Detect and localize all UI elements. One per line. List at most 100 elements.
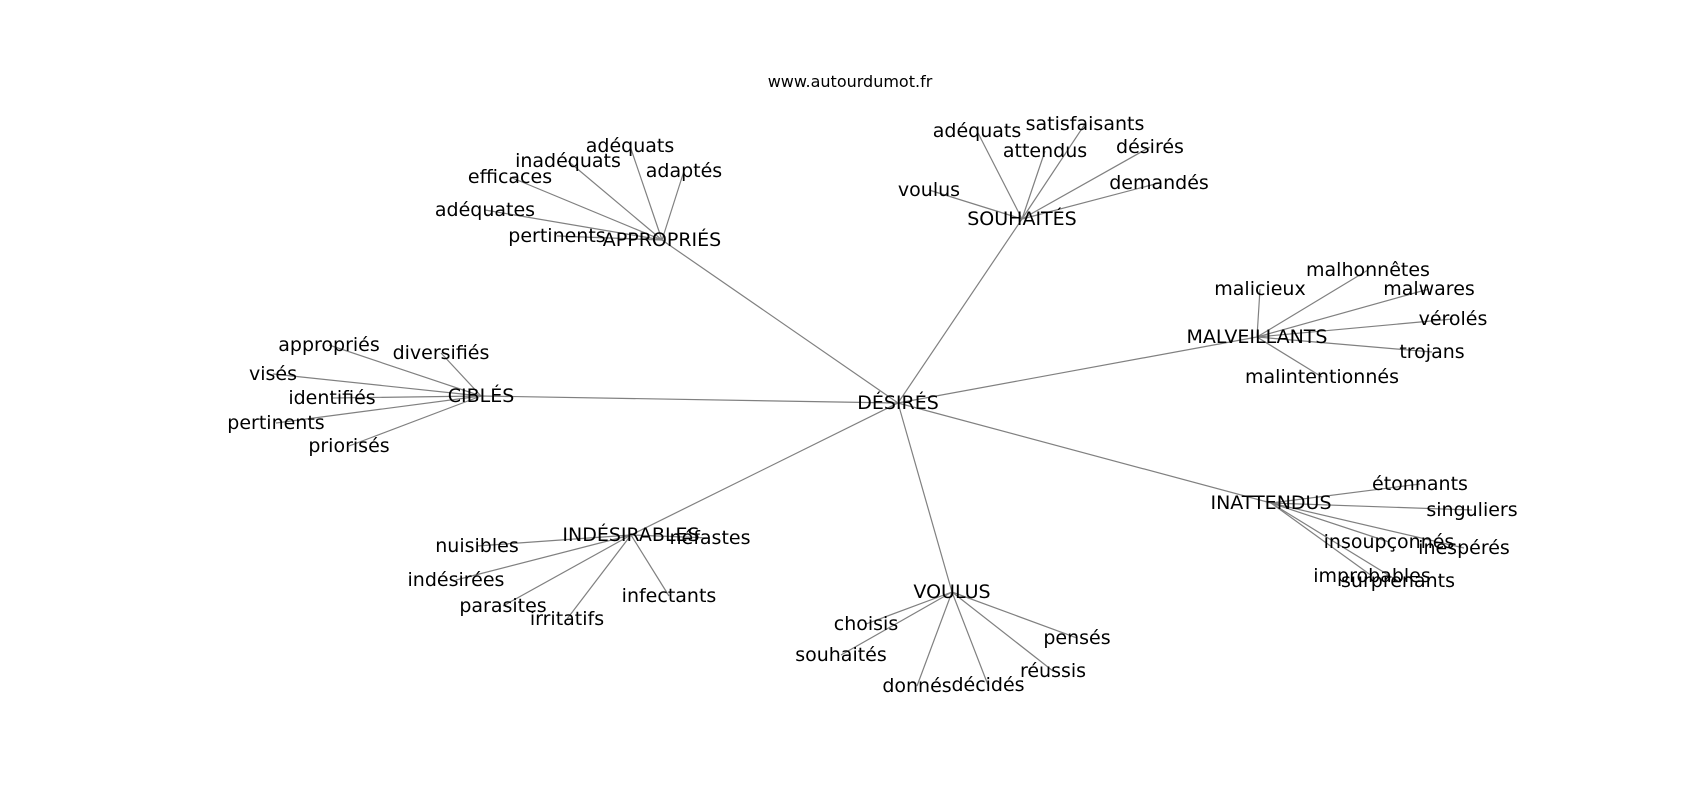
leaf-word-voulus-reussis: réussis [1020, 660, 1086, 682]
edge-indesirables-irritatifs [566, 534, 632, 620]
edge-voulus-reussis [951, 591, 1054, 672]
leaf-word-voulus-choisis: choisis [834, 613, 898, 635]
edge-voulus-souhaites [840, 591, 953, 656]
edge-indesirables-infectants [630, 534, 670, 597]
leaf-word-appropries-adequates: adéquates [435, 199, 535, 221]
edge-indesirables-indesirees [455, 534, 632, 581]
leaf-word-voulus-donnes: donnés [882, 675, 951, 697]
leaf-word-malveillants-malintentionnes: malintentionnés [1245, 366, 1399, 388]
edge-malveillants-malhonnetes [1256, 269, 1369, 338]
leaf-word-souhaites-adequats: adéquats [933, 120, 1022, 142]
hub-word-cibles: CIBLÉS [448, 384, 515, 407]
hub-word-voulus: VOULUS [913, 581, 990, 603]
edge-center-malveillants [897, 336, 1258, 404]
leaf-word-appropries-pertinents: pertinents [508, 225, 605, 247]
leaf-word-cibles-priorises: priorisés [308, 435, 389, 457]
edges-layer [272, 123, 1473, 687]
edge-appropries-adequates [484, 209, 663, 241]
edge-center-inattendus [897, 402, 1272, 504]
leaf-word-souhaites-demandes: demandés [1109, 172, 1209, 194]
edge-souhaites-desires [1021, 146, 1151, 220]
edge-inattendus-inesperes [1270, 502, 1465, 549]
edge-inattendus-improbables [1270, 502, 1373, 577]
leaf-word-cibles-appropries: appropriés [278, 334, 380, 356]
leaf-word-indesirables-nuisibles: nuisibles [435, 535, 518, 557]
edge-voulus-donnes [916, 591, 953, 687]
edge-voulus-decides [951, 591, 989, 686]
hub-word-inattendus: INATTENDUS [1210, 492, 1331, 514]
edge-cibles-priorises [348, 395, 482, 447]
hub-word-souhaites: SOUHAITÉS [967, 207, 1076, 230]
edge-malveillants-veroles [1256, 318, 1454, 338]
edge-appropries-adaptes [661, 170, 685, 241]
edge-indesirables-parasites [502, 534, 632, 607]
edge-souhaites-adequats [976, 130, 1023, 220]
hub-word-indesirables: INDÉSIRABLES [562, 523, 699, 546]
edge-souhaites-voulus [928, 189, 1023, 220]
leaf-word-cibles-vises: visés [249, 363, 297, 385]
edge-cibles-appropries [328, 344, 482, 397]
edge-souhaites-demandes [1021, 182, 1160, 220]
leaf-word-voulus-penses: pensés [1043, 627, 1110, 649]
leaf-word-inattendus-surprenants: surprenants [1341, 570, 1455, 592]
edge-center-indesirables [630, 402, 899, 536]
leaf-word-souhaites-voulus: voulus [898, 179, 960, 201]
edge-appropries-pertinents [556, 235, 663, 241]
center-word: DÉSIRÉS [857, 391, 939, 414]
leaf-word-appropries-efficaces: efficaces [468, 166, 552, 188]
edge-souhaites-attendus [1021, 150, 1046, 220]
leaf-word-indesirables-irritatifs: irritatifs [530, 608, 604, 630]
leaf-word-voulus-decides: décidés [951, 674, 1024, 696]
edge-inattendus-etonnants [1270, 483, 1421, 504]
edge-cibles-vises [272, 373, 482, 397]
leaf-word-souhaites-attendus: attendus [1003, 140, 1087, 162]
leaf-word-malveillants-malhonnetes: malhonnêtes [1306, 259, 1430, 281]
leaf-word-souhaites-satisfaisants: satisfaisants [1026, 113, 1145, 135]
leaf-word-voulus-souhaites: souhaités [795, 644, 887, 666]
edge-malveillants-trojans [1256, 336, 1433, 353]
leaf-word-malveillants-trojans: trojans [1399, 341, 1464, 363]
leaf-word-indesirables-parasites: parasites [459, 595, 546, 617]
edge-appropries-efficaces [509, 176, 663, 241]
leaf-word-cibles-diversifies: diversifiés [393, 342, 490, 364]
hub-word-malveillants: MALVEILLANTS [1187, 326, 1328, 348]
edge-inattendus-surprenants [1270, 502, 1399, 582]
leaf-word-souhaites-desires: désirés [1116, 136, 1184, 158]
edge-center-souhaites [897, 218, 1023, 404]
edge-malveillants-malwares [1256, 288, 1430, 338]
leaf-word-cibles-pertinents: pertinents [227, 412, 324, 434]
leaf-word-indesirables-nefastes: néfastes [669, 527, 750, 549]
leaf-word-inattendus-etonnants: étonnants [1372, 473, 1468, 495]
hub-word-appropries: APPROPRIÉS [603, 228, 721, 251]
edge-indesirables-nefastes [630, 534, 711, 539]
leaf-word-cibles-identifies: identifiés [288, 387, 375, 409]
edge-inattendus-singuliers [1270, 502, 1473, 511]
edge-appropries-adequats [629, 145, 663, 241]
leaf-word-appropries-adequats: adéquats [586, 135, 675, 157]
edge-cibles-identifies [331, 395, 482, 399]
leaf-word-malveillants-malicieux: malicieux [1214, 278, 1305, 300]
edge-inattendus-insoupconnes [1270, 502, 1390, 543]
edge-voulus-choisis [865, 591, 953, 625]
leaf-word-inattendus-singuliers: singuliers [1426, 499, 1517, 521]
leaf-word-indesirables-indesirees: indésirées [408, 569, 505, 591]
edge-center-cibles [480, 395, 899, 404]
leaf-word-malveillants-malwares: malwares [1383, 278, 1475, 300]
edge-malveillants-malintentionnes [1256, 336, 1323, 378]
leaf-word-inattendus-insoupconnes: insoupçonnés [1324, 531, 1455, 553]
edge-indesirables-nuisibles [476, 534, 632, 547]
edge-center-appropries [661, 239, 899, 404]
edge-cibles-pertinents [275, 395, 482, 424]
leaf-word-appropries-adaptes: adaptés [646, 160, 722, 182]
edge-cibles-diversifies [440, 352, 482, 397]
edge-souhaites-satisfaisants [1021, 123, 1086, 220]
edge-voulus-penses [951, 591, 1078, 639]
leaf-word-inattendus-inesperes: inespérés [1418, 537, 1510, 559]
site-credit: www.autourdumot.fr [767, 72, 933, 91]
leaf-word-indesirables-infectants: infectants [622, 585, 717, 607]
leaf-word-inattendus-improbables: improbables [1313, 565, 1431, 587]
edge-appropries-inadequats [567, 160, 663, 241]
